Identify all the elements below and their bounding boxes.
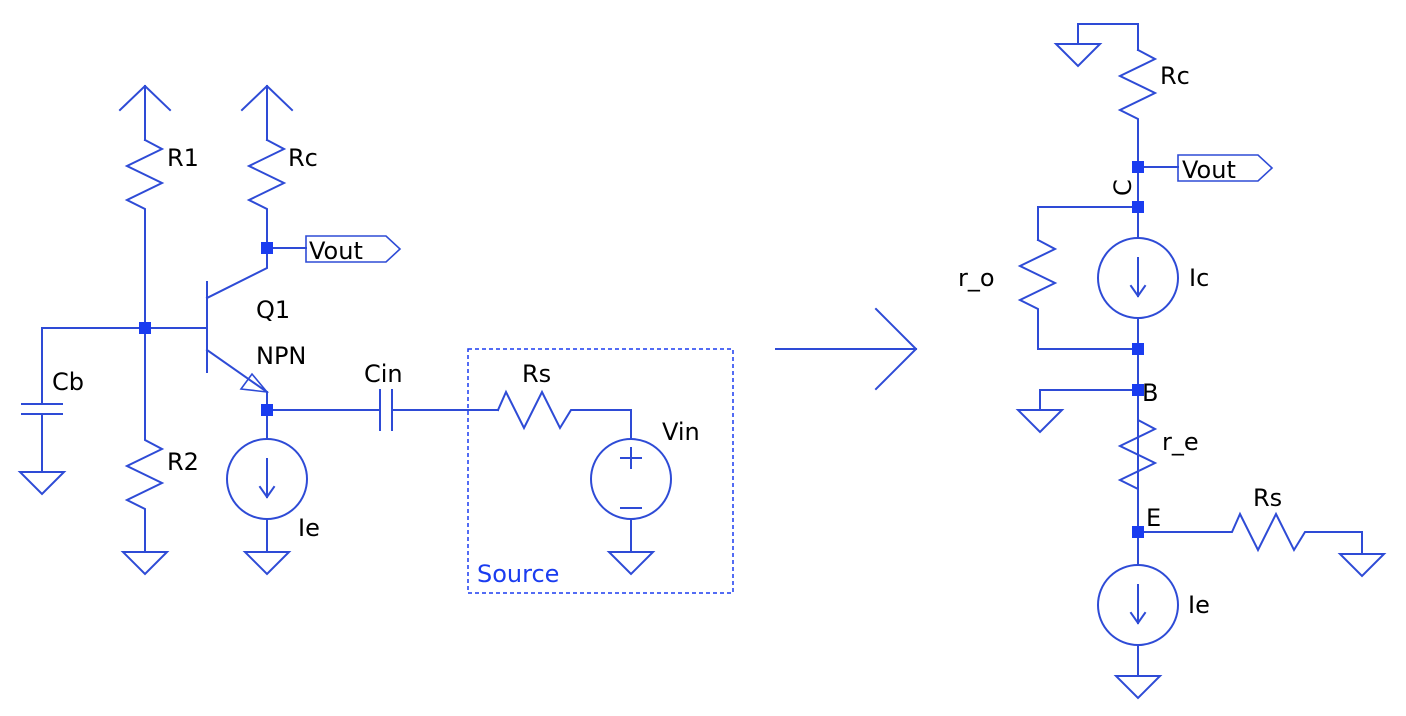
junction-base <box>139 322 151 334</box>
vout-port-right <box>1177 154 1274 182</box>
label-rc-right: Rc <box>1160 62 1190 90</box>
b-ground-wire <box>1039 389 1139 411</box>
junction-b <box>1132 384 1144 396</box>
ro-top-wire <box>1037 206 1139 241</box>
left-circuit: R1 Rc Vout Q1 NPN Cb <box>17 84 734 594</box>
junction-emitter <box>261 404 273 416</box>
vcc-arrow-icon <box>240 84 294 141</box>
label-r-o: r_o <box>958 264 995 292</box>
ground-icon <box>1015 409 1065 434</box>
label-rs-right: Rs <box>1253 484 1282 512</box>
resistor-r-e <box>1117 389 1158 533</box>
junction-c <box>1132 201 1144 213</box>
resistor-rc-right <box>1117 48 1158 208</box>
label-r-e: r_e <box>1162 428 1199 456</box>
junction-ro-bottom <box>1132 343 1144 355</box>
resistor-rc <box>246 138 287 249</box>
resistor-r-o <box>1017 238 1139 350</box>
current-source-ie-right <box>1097 531 1179 677</box>
label-cin: Cin <box>364 360 403 388</box>
ground-icon <box>1053 43 1103 68</box>
vcc-arrow-icon <box>118 84 172 141</box>
label-source: Source <box>477 560 559 588</box>
rc-top-wire <box>1077 23 1139 51</box>
ground-icon <box>606 551 656 576</box>
label-ic: Ic <box>1189 264 1209 292</box>
resistor-rs-right <box>1137 511 1363 555</box>
label-rs: Rs <box>522 360 551 388</box>
label-vin: Vin <box>662 418 700 446</box>
source-box <box>467 348 734 594</box>
resistor-rs <box>496 389 632 439</box>
ground-icon <box>17 471 67 496</box>
current-source-ic <box>1097 206 1179 536</box>
npn-transistor-q1 <box>144 281 269 394</box>
resistor-r1 <box>124 138 165 329</box>
capacitor-cb <box>21 403 63 473</box>
ground-icon <box>242 551 292 576</box>
right-circuit: Rc Vout C r_o Ic B <box>958 23 1387 700</box>
label-vout-right: Vout <box>1182 156 1236 184</box>
label-node-e: E <box>1146 504 1161 532</box>
resistor-r2 <box>124 327 165 553</box>
label-npn: NPN <box>256 342 306 370</box>
ground-icon <box>120 551 170 576</box>
label-ie: Ie <box>298 514 320 542</box>
label-r2: R2 <box>167 448 199 476</box>
junction-e <box>1132 526 1144 538</box>
label-ie-right: Ie <box>1188 591 1210 619</box>
current-source-ie <box>226 438 308 553</box>
label-rc: Rc <box>288 144 318 172</box>
label-node-c: C <box>1109 179 1137 196</box>
label-r1: R1 <box>167 144 199 172</box>
voltage-source-vin <box>590 438 672 553</box>
junction-vout-right <box>1132 161 1144 173</box>
junction-vout <box>261 242 273 254</box>
cb-wire <box>41 327 146 405</box>
ground-icon <box>1337 553 1387 578</box>
vout-port <box>305 235 402 263</box>
ground-icon <box>1113 675 1163 700</box>
collector-wire <box>205 247 268 300</box>
transform-arrow-icon <box>775 307 918 391</box>
label-node-b: B <box>1142 379 1158 407</box>
label-q1: Q1 <box>256 296 290 324</box>
capacitor-cin <box>379 389 499 431</box>
label-vout: Vout <box>309 237 363 265</box>
label-cb: Cb <box>52 368 84 396</box>
